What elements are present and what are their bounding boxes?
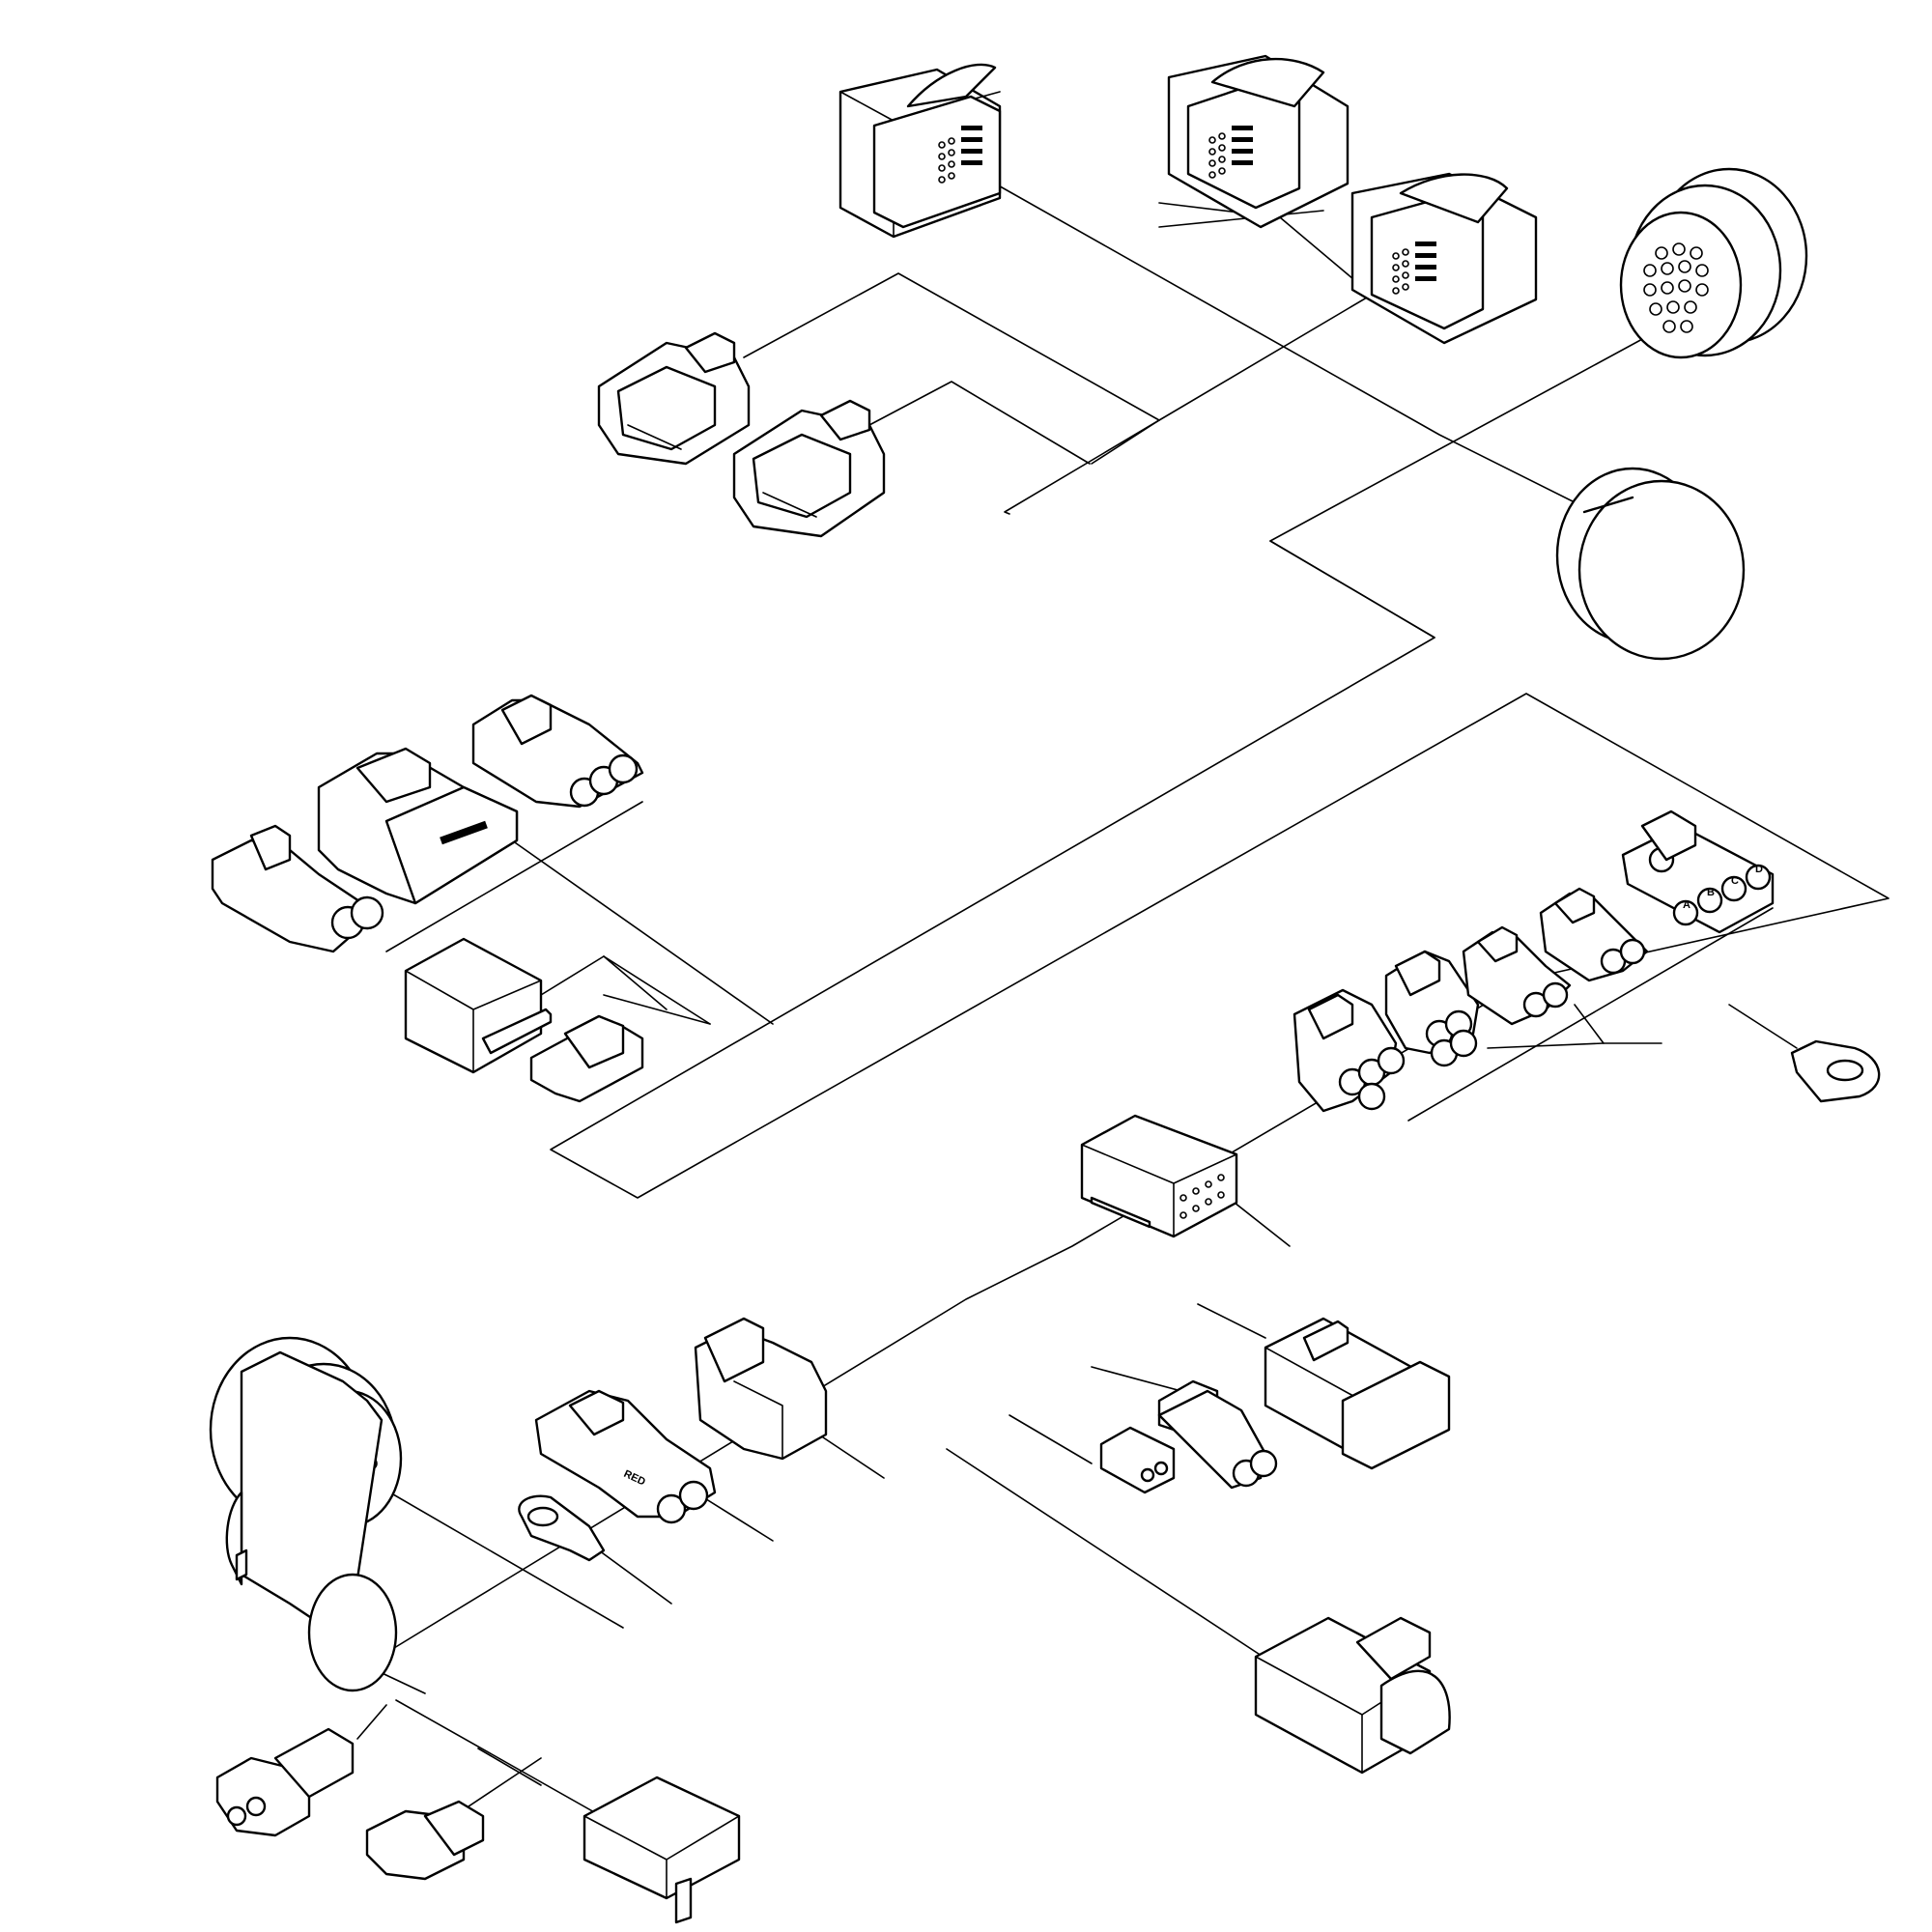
- flat-lockable-connector: [582, 1776, 741, 1924]
- branch-12-wire: [395, 1699, 619, 1827]
- branch-4-wire: [1009, 1414, 1093, 1464]
- ring-terminal-left: [518, 1494, 606, 1562]
- right-cluster-connector-4: [1539, 887, 1649, 982]
- sealed-2pin-connector: RED: [534, 1389, 717, 1524]
- connector-pair-left: [597, 331, 751, 466]
- branch-7-wire: [695, 1492, 774, 1542]
- top-mid-wire: [1004, 419, 1160, 515]
- round-cap-connector-top: [1555, 467, 1746, 661]
- right-cluster-wire: [1407, 907, 1774, 1122]
- circular-connector-top-pins: [1643, 242, 1709, 333]
- left-cluster-wire-5: [603, 955, 668, 1010]
- right-cluster-connector-2: [1384, 950, 1480, 1067]
- harness-wires: [356, 183, 1889, 1836]
- upper-right-small-wire: [1158, 210, 1324, 228]
- right-cluster-wire-2: [1487, 1042, 1662, 1049]
- multi-pin-plug-pins: [1179, 1174, 1225, 1219]
- ring-terminal-right: [1790, 1039, 1881, 1103]
- ecu-connector-2-pins: [1208, 126, 1253, 179]
- ecu-connector-1: [838, 63, 1002, 239]
- ring-terminal-wire: [1728, 1004, 1798, 1049]
- branch-11-wire: [477, 1747, 542, 1786]
- right-cluster-wire-3: [1574, 1004, 1605, 1044]
- branch-6-wire: [810, 1429, 885, 1479]
- pin-d-label: D: [1755, 864, 1763, 875]
- left-cluster-wire-6: [603, 994, 711, 1025]
- ecu-connector-3: [1350, 172, 1538, 345]
- branch-5-wire: [946, 1448, 1271, 1662]
- left-cluster-connector-1: [471, 694, 644, 809]
- pin-c-label: C: [1731, 875, 1739, 887]
- left-cluster-connector-2: [317, 747, 519, 905]
- pin-a-label: A: [1683, 899, 1690, 911]
- cylindrical-connector: [225, 1350, 398, 1692]
- right-loop-wire: [550, 300, 1889, 1199]
- left-cluster-wire-4: [603, 955, 711, 1025]
- ecu-connector-2: [1167, 54, 1350, 229]
- left-cluster-connector-3: [211, 824, 384, 953]
- ecu-connector-3-pins: [1392, 242, 1436, 295]
- large-rect-connector: [1264, 1317, 1451, 1470]
- connector-b-wire: [868, 381, 1091, 465]
- relay-block: [404, 937, 553, 1074]
- small-sensor-plug: [365, 1800, 485, 1881]
- pin-b-label: B: [1707, 887, 1715, 898]
- top-left-wire: [1091, 419, 1160, 465]
- circular-connector-top: [1619, 167, 1808, 359]
- left-cluster-wire-3: [540, 955, 605, 996]
- multi-pin-plug: [1080, 1114, 1238, 1238]
- right-cluster-connector-3: [1462, 925, 1572, 1026]
- top-right-wire: [1158, 294, 1373, 421]
- ecu-connector-1-pins: [938, 126, 982, 184]
- branch-8-wire: [598, 1549, 672, 1605]
- left-cluster-wire-2: [511, 839, 774, 1025]
- connector-pair-right: [732, 399, 886, 538]
- left-cluster-wire: [385, 801, 643, 952]
- upper-loop-wire: [1269, 540, 1435, 639]
- weatherpack-connector: [694, 1317, 828, 1461]
- connector-a-wire: [743, 272, 1160, 421]
- branch-14-wire: [356, 1704, 387, 1740]
- small-connector-left: [529, 1014, 644, 1103]
- small-round-2pin: [215, 1727, 355, 1837]
- branch-2-wire: [1197, 1303, 1266, 1339]
- right-cluster-connector-4pin: A B C D: [1621, 810, 1775, 934]
- right-cluster-connector-1: [1293, 988, 1406, 1113]
- branch-9-wire: [381, 1487, 624, 1629]
- bottom-right-block: [1254, 1616, 1451, 1775]
- inline-2pin-connector: [1157, 1389, 1278, 1490]
- top-branch-wire: [994, 183, 1585, 508]
